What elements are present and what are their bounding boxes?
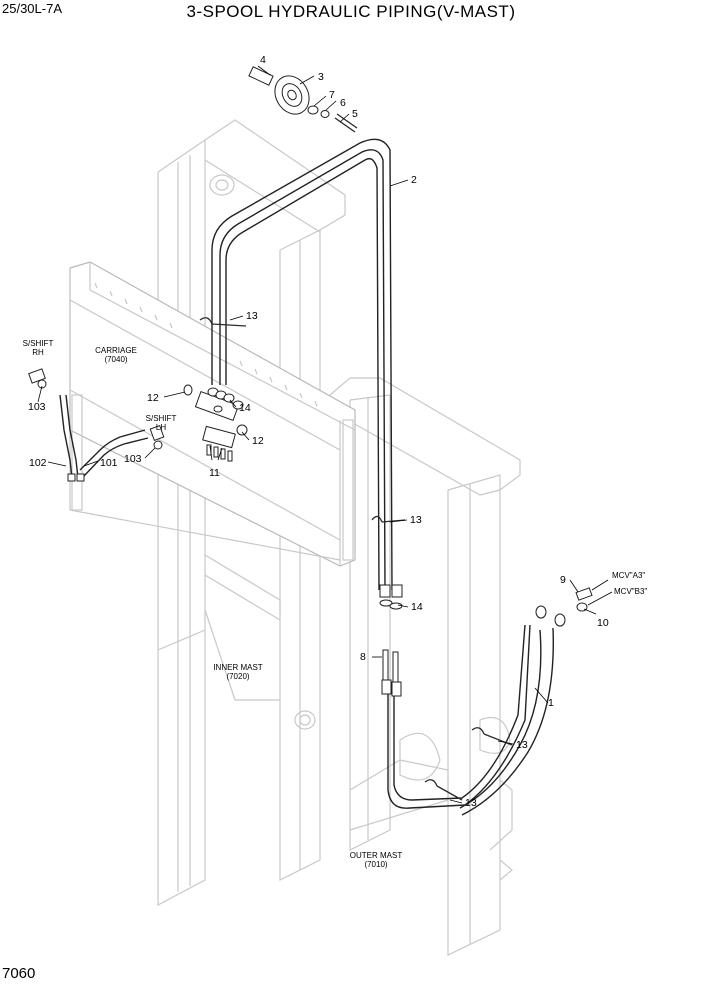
sshift-lh-label: S/SHIFT <box>146 414 177 423</box>
hose-2-upper <box>211 138 393 591</box>
outer-mast-label: OUTER MAST <box>350 851 403 860</box>
mcv-b3-label: MCV"B3" <box>614 587 647 596</box>
callout-6: 6 <box>340 97 346 109</box>
carriage-code: (7040) <box>104 355 127 364</box>
page-title: 3-SPOOL HYDRAULIC PIPING(V-MAST) <box>186 2 516 21</box>
callout-4: 4 <box>260 54 266 66</box>
carriage-label: CARRIAGE <box>95 346 137 355</box>
sshift-lh-side: LH <box>156 423 166 432</box>
callout-8: 8 <box>360 651 366 663</box>
callout-13-bottom: 13 <box>465 797 477 809</box>
callout-12-left: 12 <box>147 392 159 404</box>
carriage-frame <box>69 261 356 567</box>
callout-5: 5 <box>352 108 358 120</box>
hose-1-lower <box>387 624 554 816</box>
callout-12-right: 12 <box>252 435 264 447</box>
callout-13-lower-right: 13 <box>516 739 528 751</box>
side-shift-hoses <box>59 394 149 479</box>
callout-9: 9 <box>560 574 566 586</box>
callout-13-middle: 13 <box>410 514 422 526</box>
callout-3: 3 <box>318 71 324 83</box>
callout-11: 11 <box>209 467 220 479</box>
carriage-manifold-block <box>183 384 248 462</box>
sshift-rh-label: S/SHIFT <box>23 339 54 348</box>
callout-103-rh: 103 <box>28 401 46 413</box>
callout-101: 101 <box>100 457 118 469</box>
inner-mast-frame <box>157 119 346 906</box>
sshift-rh-side: RH <box>32 348 44 357</box>
leader-lines <box>37 65 613 804</box>
callout-10: 10 <box>597 617 609 629</box>
outer-mast-code: (7010) <box>364 860 387 869</box>
callout-1: 1 <box>548 697 554 709</box>
sheave-assembly <box>248 66 358 133</box>
callout-numbers: 4 3 7 6 5 2 13 12 14 12 11 13 14 8 1 13 … <box>28 54 609 809</box>
inner-mast-label: INNER MAST <box>213 663 262 672</box>
side-shift-fittings <box>28 368 165 482</box>
model-code: 25/30L-7A <box>2 1 62 16</box>
callout-102: 102 <box>29 457 47 469</box>
callout-2: 2 <box>411 174 417 186</box>
callout-14-lower: 14 <box>411 601 423 613</box>
callout-103-lh: 103 <box>124 453 142 465</box>
callout-14-upper: 14 <box>239 402 251 414</box>
page-number: 7060 <box>2 965 36 982</box>
callout-13-upper: 13 <box>246 310 258 322</box>
mcv-a3-label: MCV"A3" <box>612 571 645 580</box>
outer-mast-frame <box>329 377 521 956</box>
callout-7: 7 <box>329 89 335 101</box>
assembly-labels: CARRIAGE (7040) INNER MAST (7020) OUTER … <box>23 339 648 869</box>
inner-mast-code: (7020) <box>226 672 249 681</box>
